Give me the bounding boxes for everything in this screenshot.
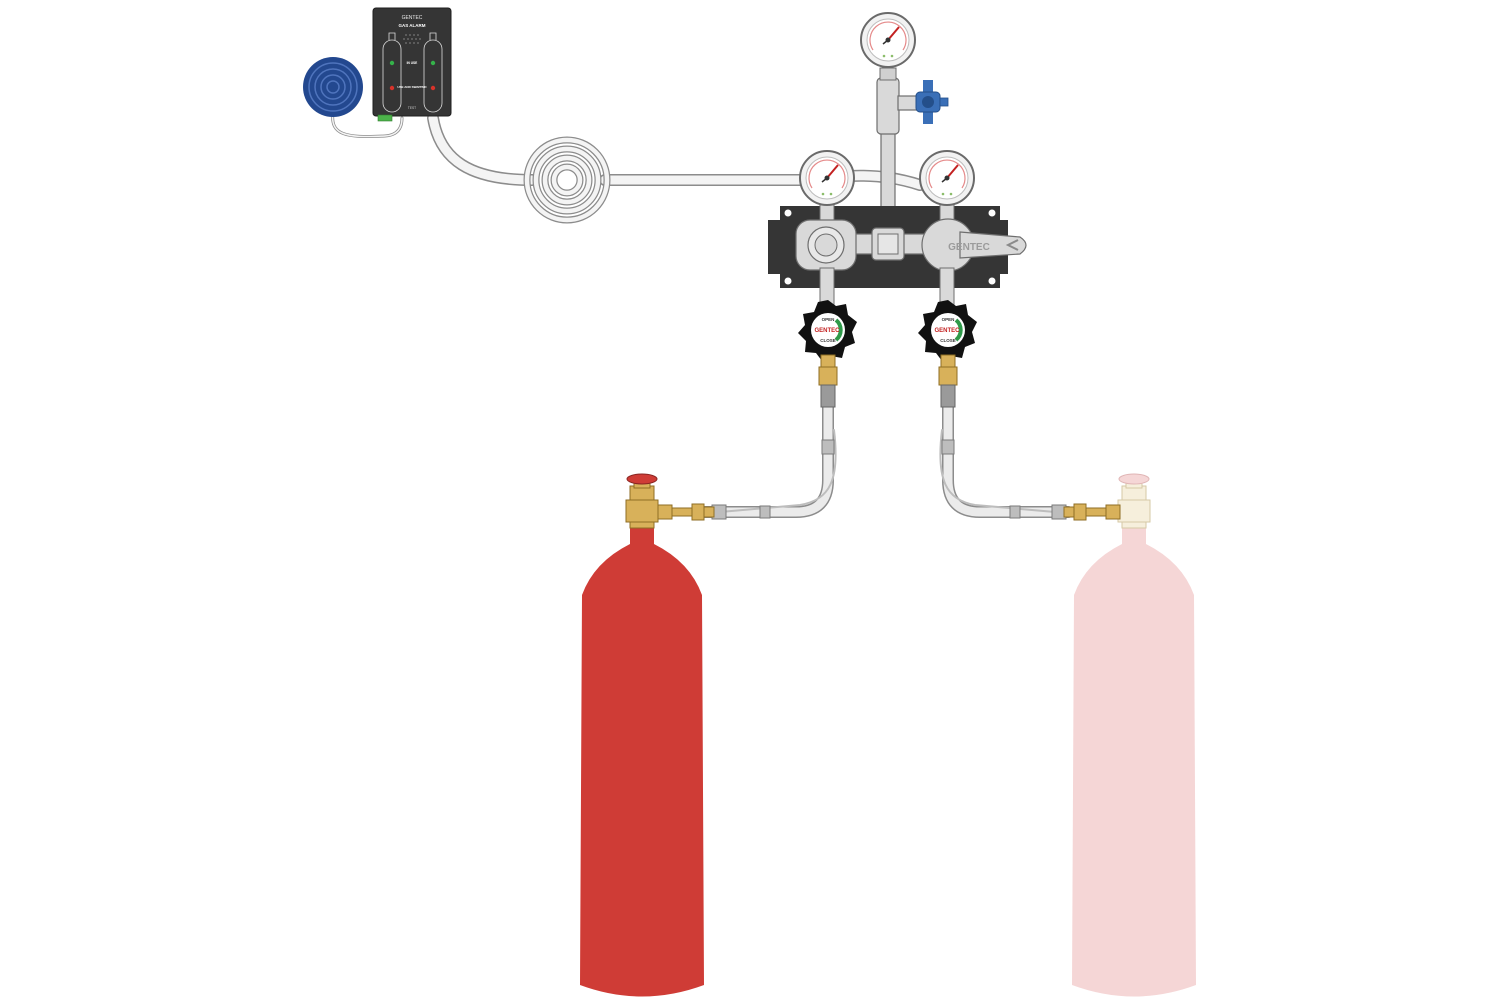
right-gauge: [919, 150, 975, 206]
valve-left-close: CLOSE: [820, 338, 836, 343]
top-gauge: [860, 12, 916, 68]
valve-right: OPEN GENTEC CLOSE: [916, 298, 979, 363]
alarm-right-label: USE AND SWAPPED: [397, 85, 427, 89]
alarm-terminal-block: [377, 114, 393, 122]
cylinder-reserve: [1063, 473, 1196, 997]
gas-alarm-panel: GENTEC GAS ALARM IN USE USE AND SWAPPED …: [372, 7, 452, 122]
alarm-left-green-led: [389, 60, 395, 66]
valve-right-brand: GENTEC: [934, 328, 960, 334]
hose-left: [699, 399, 834, 518]
cylinder-reserve-handwheel: [1118, 473, 1150, 485]
cylinder-active-handwheel: [626, 473, 658, 485]
valve-left-brand: GENTEC: [814, 328, 840, 334]
hose-right: [942, 399, 1074, 518]
alarm-left-label: IN USE: [407, 61, 418, 65]
valve-right-open: OPEN: [942, 317, 955, 322]
regulator-brand: GENTEC: [948, 242, 990, 253]
cylinder-active: [580, 473, 715, 997]
valve-right-close: CLOSE: [940, 338, 956, 343]
alarm-left-red-led: [389, 85, 395, 91]
alarm-test-label: TEST: [408, 106, 416, 110]
left-gauge: [799, 150, 855, 206]
remote-sensor: [303, 57, 363, 117]
regulator-body: GENTEC: [795, 199, 1027, 309]
alarm-right-red-led: [430, 85, 436, 91]
alarm-brand: GENTEC: [402, 15, 423, 21]
alarm-right-green-led: [430, 60, 436, 66]
valve-left: OPEN GENTEC CLOSE: [796, 298, 859, 363]
purge-valve: [915, 80, 949, 124]
coil: [523, 136, 611, 224]
alarm-title: GAS ALARM: [398, 23, 425, 28]
valve-left-open: OPEN: [822, 317, 835, 322]
valve-outlets: [818, 354, 958, 408]
hose-ferrules: [711, 439, 1067, 520]
